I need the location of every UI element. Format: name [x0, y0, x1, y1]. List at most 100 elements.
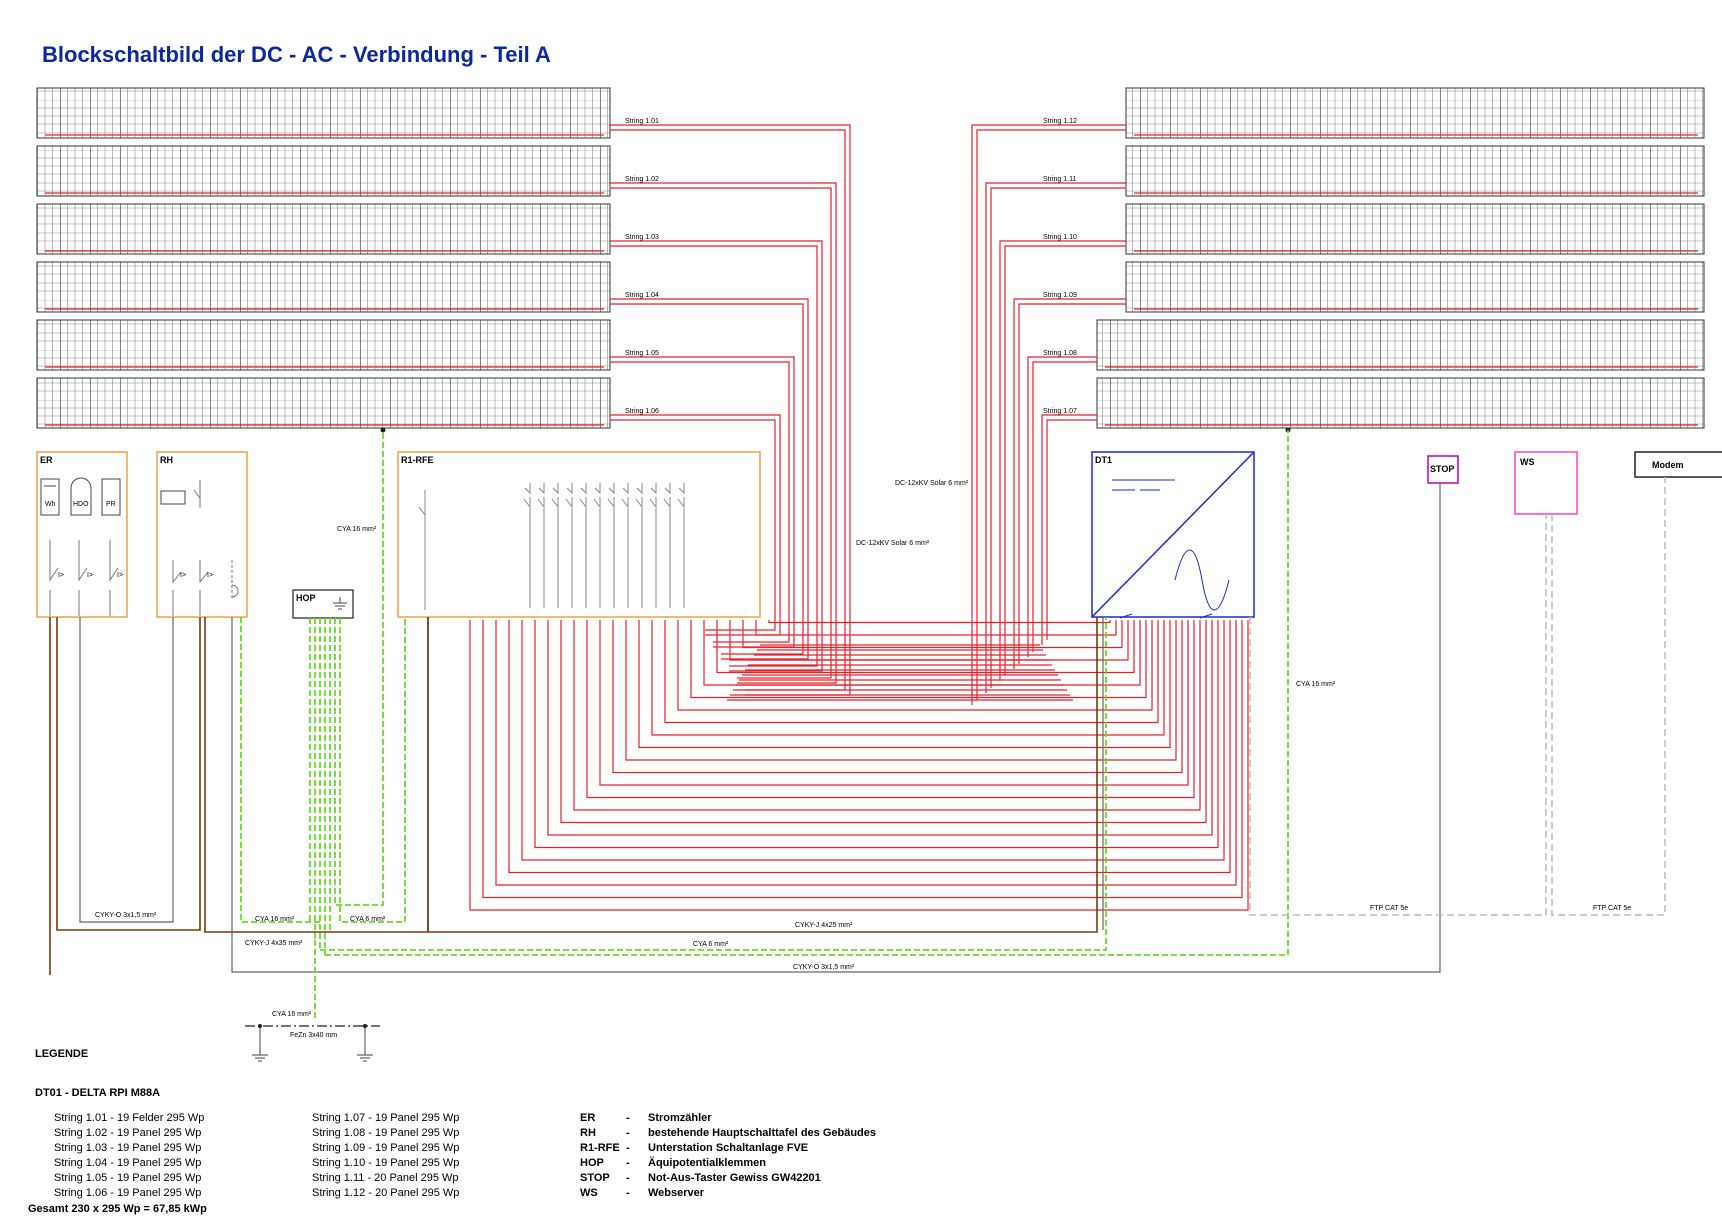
string-label-left: String 1.04: [625, 292, 659, 299]
dc-wire-right: [1046, 419, 1097, 640]
fuse-switch: [551, 483, 559, 608]
label-cya16-ground: CYA 16 mm²: [272, 1011, 312, 1018]
fuse-switch: [649, 483, 657, 608]
string-label-right: String 1.11: [1043, 176, 1076, 183]
dc-wire-right: [1027, 356, 1097, 657]
r1-rfe-label: R1-RFE: [401, 455, 434, 465]
pv-row-left: [36, 145, 611, 197]
dc-run: [469, 620, 1249, 911]
legend-abbr-code: WS: [580, 1187, 598, 1199]
dc-wire-right: [1032, 361, 1097, 652]
dt1-inverter-box: DT1: [1091, 451, 1255, 619]
legend: LEGENDE DT01 - DELTA RPI M88A String 1.0…: [28, 1048, 876, 1215]
svg-text:I>: I>: [180, 572, 186, 579]
legend-abbr-text: Not-Aus-Taster Gewiss GW42201: [648, 1172, 821, 1184]
pv-array: [36, 87, 1705, 433]
label-cya16-right: CYA 16 mm²: [1296, 681, 1336, 688]
label-cyky-j-4x25: CYKY-J 4x25 mm²: [795, 922, 853, 929]
fuse-switch: [523, 483, 531, 608]
label-fezn: FeZn 3x40 mm: [290, 1032, 337, 1039]
legend-abbr-code: STOP: [580, 1172, 610, 1184]
legend-abbr-text: bestehende Hauptschalttafel des Gebäudes: [648, 1127, 876, 1139]
label-cyky-o-left: CYKY-O 3x1,5 mm²: [95, 912, 157, 919]
legend-abbr-dash: -: [626, 1187, 630, 1199]
legend-abbr-code: ER: [580, 1112, 595, 1124]
fuse-switch: [607, 483, 615, 608]
dc-run: [599, 620, 1189, 786]
ac-wave-icon: [1174, 549, 1230, 611]
dc-wire-right: [1013, 298, 1126, 669]
legend-abbr-text: Webserver: [648, 1187, 705, 1199]
string-label-right: String 1.10: [1043, 234, 1077, 241]
legend-abbr-dash: -: [626, 1157, 630, 1169]
dc-run: [612, 620, 1183, 774]
label-ftp-2: FTP CAT 5e: [1593, 905, 1631, 912]
dc-wire-left: [610, 187, 832, 679]
legend-string-entry: String 1.10 - 19 Panel 295 Wp: [312, 1157, 459, 1169]
dc-run: [690, 620, 1147, 699]
dc-run: [482, 620, 1243, 899]
legend-string-entry: String 1.07 - 19 Panel 295 Wp: [312, 1112, 459, 1124]
dc-run: [560, 620, 1207, 824]
pv-row-left: [36, 203, 611, 255]
pv-row-right: [1125, 261, 1705, 313]
dc-wire-left: [610, 419, 776, 631]
string-label-right: String 1.09: [1043, 292, 1077, 299]
dc-run: [729, 620, 1129, 661]
earthing-bar: [245, 1024, 380, 1062]
dc-wire-right: [990, 187, 1126, 688]
string-label-left: String 1.06: [625, 408, 659, 415]
dc-run: [664, 620, 1159, 724]
modem-box: Modem: [1634, 451, 1722, 478]
dc-run: [638, 620, 1171, 749]
legend-abbr-code: R1-RFE: [580, 1142, 620, 1154]
legend-string-entry: String 1.03 - 19 Panel 295 Wp: [54, 1142, 201, 1154]
pv-row-right: [1125, 145, 1705, 197]
stop-label: STOP: [1430, 464, 1454, 474]
legend-abbr-code: HOP: [580, 1157, 604, 1169]
label-ftp-1: FTP CAT 5e: [1370, 905, 1408, 912]
rh-box: RH I> I>: [156, 451, 248, 618]
label-cya16-b: CYA 16 mm²: [255, 916, 295, 923]
legend-abbr-text: Stromzähler: [648, 1112, 712, 1124]
dc-wire-right: [1018, 303, 1126, 664]
dc-wire-right: [1004, 245, 1126, 676]
diagram-title: Blockschaltbild der DC - AC - Verbindung…: [42, 42, 551, 67]
pv-row-right: [1125, 87, 1705, 139]
fuse-switch: [635, 483, 643, 608]
legend-abbr-code: RH: [580, 1127, 596, 1139]
fuse-switch: [677, 483, 685, 608]
label-cya6-b: CYA 6 mm²: [693, 941, 729, 948]
string-label-right: String 1.12: [1043, 118, 1077, 125]
legend-inverter: DT01 - DELTA RPI M88A: [35, 1087, 160, 1099]
ground-icon: [333, 597, 347, 610]
pv-row-right: [1096, 319, 1705, 371]
legend-string-entry: String 1.11 - 20 Panel 295 Wp: [312, 1172, 459, 1184]
dc-wire-left: [610, 303, 804, 655]
svg-text:I>: I>: [117, 572, 123, 579]
svg-text:I>: I>: [207, 572, 213, 579]
dc-wire-left: [610, 298, 809, 660]
dc-run: [508, 620, 1231, 874]
legend-abbr-text: Unterstation Schaltanlage FVE: [648, 1142, 808, 1154]
hop-box: HOP: [292, 589, 354, 619]
pv-row-left: [36, 87, 611, 139]
string-label-left: String 1.01: [625, 118, 659, 125]
dc-run: [521, 620, 1225, 861]
pv-row-right: [1125, 203, 1705, 255]
fuse-switch: [593, 483, 601, 608]
fuse-switch: [565, 483, 573, 608]
fuse-switch: [537, 483, 545, 608]
legend-string-entry: String 1.09 - 19 Panel 295 Wp: [312, 1142, 459, 1154]
string-label-right: String 1.07: [1043, 408, 1077, 415]
dc-run: [495, 620, 1237, 886]
legend-string-entry: String 1.04 - 19 Panel 295 Wp: [54, 1157, 201, 1169]
legend-abbr-text: Äquipotentialklemmen: [648, 1156, 766, 1169]
legend-string-entry: String 1.12 - 20 Panel 295 Wp: [312, 1187, 459, 1199]
dc-wire-right: [1041, 414, 1097, 645]
legend-string-entry: String 1.01 - 19 Felder 295 Wp: [54, 1112, 204, 1124]
legend-string-entry: String 1.05 - 19 Panel 295 Wp: [54, 1172, 201, 1184]
ws-box: WS: [1514, 451, 1578, 515]
dc-wire-right: [971, 124, 1126, 705]
